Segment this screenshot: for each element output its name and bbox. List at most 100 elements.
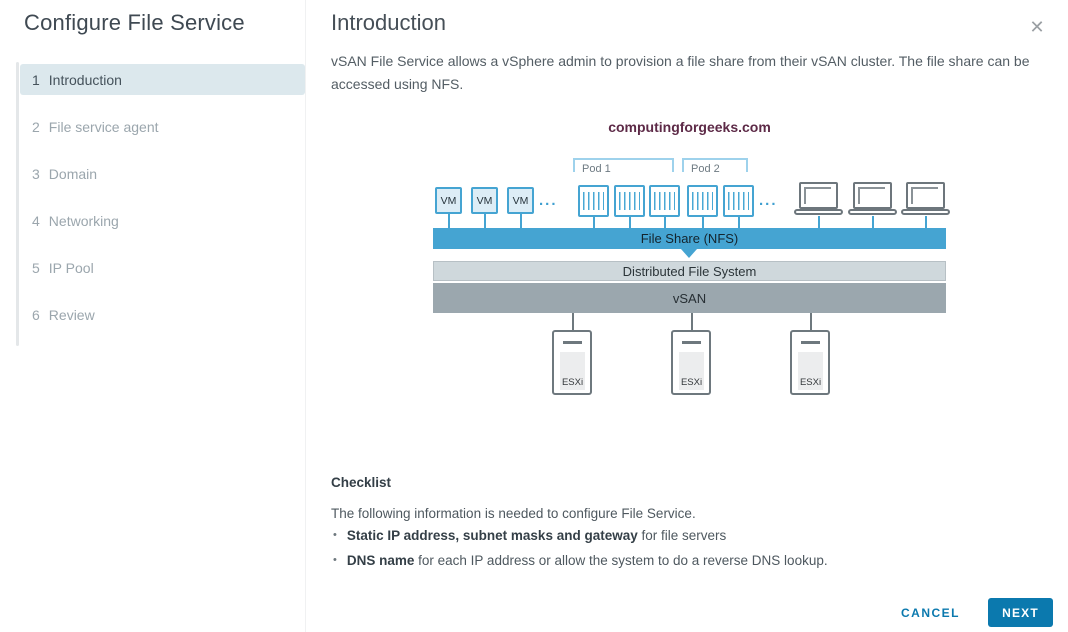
vm-label: VM	[440, 194, 457, 207]
step-number: 5	[32, 259, 40, 276]
wizard-steps: 1 Introduction 2 File service agent 3 Do…	[20, 64, 305, 346]
checklist-item-bold: DNS name	[346, 553, 415, 568]
laptop-screen	[799, 182, 838, 209]
esxi-label: ESXi	[680, 377, 703, 388]
pod2-bracket: Pod 2	[682, 158, 748, 175]
container-ellipsis: ...	[759, 192, 778, 209]
next-button[interactable]: NEXT	[988, 598, 1053, 627]
vm-icon: VM	[435, 187, 462, 214]
intro-description: vSAN File Service allows a vSphere admin…	[331, 53, 1030, 92]
vm-icon: VM	[507, 187, 534, 214]
esxi-host-icon: ESXi	[671, 330, 711, 395]
container-icon	[578, 185, 609, 217]
distributed-file-system-bar: Distributed File System	[433, 261, 946, 281]
step-label: IP Pool	[48, 259, 94, 276]
checklist-item-rest: for file servers	[637, 528, 727, 543]
connector-line	[593, 217, 595, 228]
container-icon	[687, 185, 718, 217]
connector-line	[664, 217, 666, 228]
step-number: 1	[32, 71, 40, 88]
connector-line	[448, 214, 450, 228]
checklist-heading: Checklist	[331, 475, 392, 490]
connector-line	[520, 214, 522, 228]
step-introduction[interactable]: 1 Introduction	[20, 64, 305, 95]
connector-line	[872, 216, 874, 228]
laptop-icon	[794, 182, 844, 216]
laptop-icon	[901, 182, 951, 216]
connector-line	[818, 216, 820, 228]
pod1-label: Pod 1	[582, 163, 611, 175]
bullet-icon: •	[333, 554, 337, 566]
step-ip-pool[interactable]: 5 IP Pool	[20, 252, 305, 283]
laptop-base	[794, 209, 843, 215]
esxi-label: ESXi	[561, 377, 584, 388]
esxi-panel: ESXi	[679, 352, 704, 390]
container-lines	[583, 192, 604, 210]
checklist-item-bold: Static IP address, subnet masks and gate…	[346, 528, 638, 543]
esxi-dash	[563, 341, 582, 344]
container-icon	[649, 185, 680, 217]
vm-icon: VM	[471, 187, 498, 214]
dialog-title: Configure File Service	[24, 10, 245, 35]
step-number: 4	[32, 212, 40, 229]
step-label: Domain	[48, 165, 98, 182]
step-label: File service agent	[48, 118, 159, 135]
laptop-base	[901, 209, 950, 215]
container-lines	[692, 192, 713, 210]
pod2-label: Pod 2	[691, 163, 720, 175]
connector-line	[629, 217, 631, 228]
connector-line	[738, 217, 740, 228]
cancel-button[interactable]: CANCEL	[901, 605, 960, 620]
container-icon	[614, 185, 645, 217]
pod1-bracket: Pod 1	[573, 158, 674, 175]
checklist-item: • DNS name for each IP address or allow …	[333, 553, 828, 568]
esxi-dash	[801, 341, 820, 344]
checklist-item-rest: for each IP address or allow the system …	[414, 553, 828, 568]
container-lines	[728, 192, 749, 210]
wizard-footer: CANCEL NEXT	[901, 598, 1053, 627]
esxi-label: ESXi	[799, 377, 822, 388]
connector-line	[691, 313, 693, 330]
steps-rail	[16, 62, 19, 346]
container-icon	[723, 185, 754, 217]
connector-line	[572, 313, 574, 330]
esxi-panel: ESXi	[560, 352, 585, 390]
laptop-screen	[853, 182, 892, 209]
step-label: Review	[48, 306, 95, 323]
laptop-base	[848, 209, 897, 215]
file-share-bar: File Share (NFS)	[433, 228, 946, 249]
step-label: Introduction	[48, 71, 122, 88]
container-lines	[654, 192, 675, 210]
connector-line	[810, 313, 812, 330]
laptop-screen	[906, 182, 945, 209]
step-networking[interactable]: 4 Networking	[20, 205, 305, 236]
checklist-intro: The following information is needed to c…	[331, 506, 696, 521]
vm-label: VM	[512, 194, 529, 207]
vm-ellipsis: ...	[539, 192, 558, 209]
down-arrow-icon	[681, 249, 697, 258]
esxi-host-icon: ESXi	[790, 330, 830, 395]
watermark-text: computingforgeeks.com	[608, 119, 771, 135]
wizard-sidebar: Configure File Service 1 Introduction 2 …	[0, 0, 305, 632]
connector-line	[925, 216, 927, 228]
connector-line	[484, 214, 486, 228]
step-file-service-agent[interactable]: 2 File service agent	[20, 111, 305, 142]
wizard-content: Introduction ✕ vSAN File Service allows …	[305, 0, 1068, 632]
checklist-item-text: Static IP address, subnet masks and gate…	[347, 528, 726, 543]
esxi-dash	[682, 341, 701, 344]
step-domain[interactable]: 3 Domain	[20, 158, 305, 189]
vsan-bar: vSAN	[433, 283, 946, 313]
step-number: 3	[32, 165, 40, 182]
close-icon[interactable]: ✕	[1024, 14, 1050, 40]
step-number: 2	[32, 118, 40, 135]
step-label: Networking	[48, 212, 119, 229]
bullet-icon: •	[333, 529, 337, 541]
step-number: 6	[32, 306, 40, 323]
page-title: Introduction	[331, 10, 446, 35]
container-lines	[619, 192, 640, 210]
checklist-item: • Static IP address, subnet masks and ga…	[333, 528, 726, 543]
checklist-item-text: DNS name for each IP address or allow th…	[347, 553, 828, 568]
connector-line	[702, 217, 704, 228]
step-review[interactable]: 6 Review	[20, 299, 305, 330]
